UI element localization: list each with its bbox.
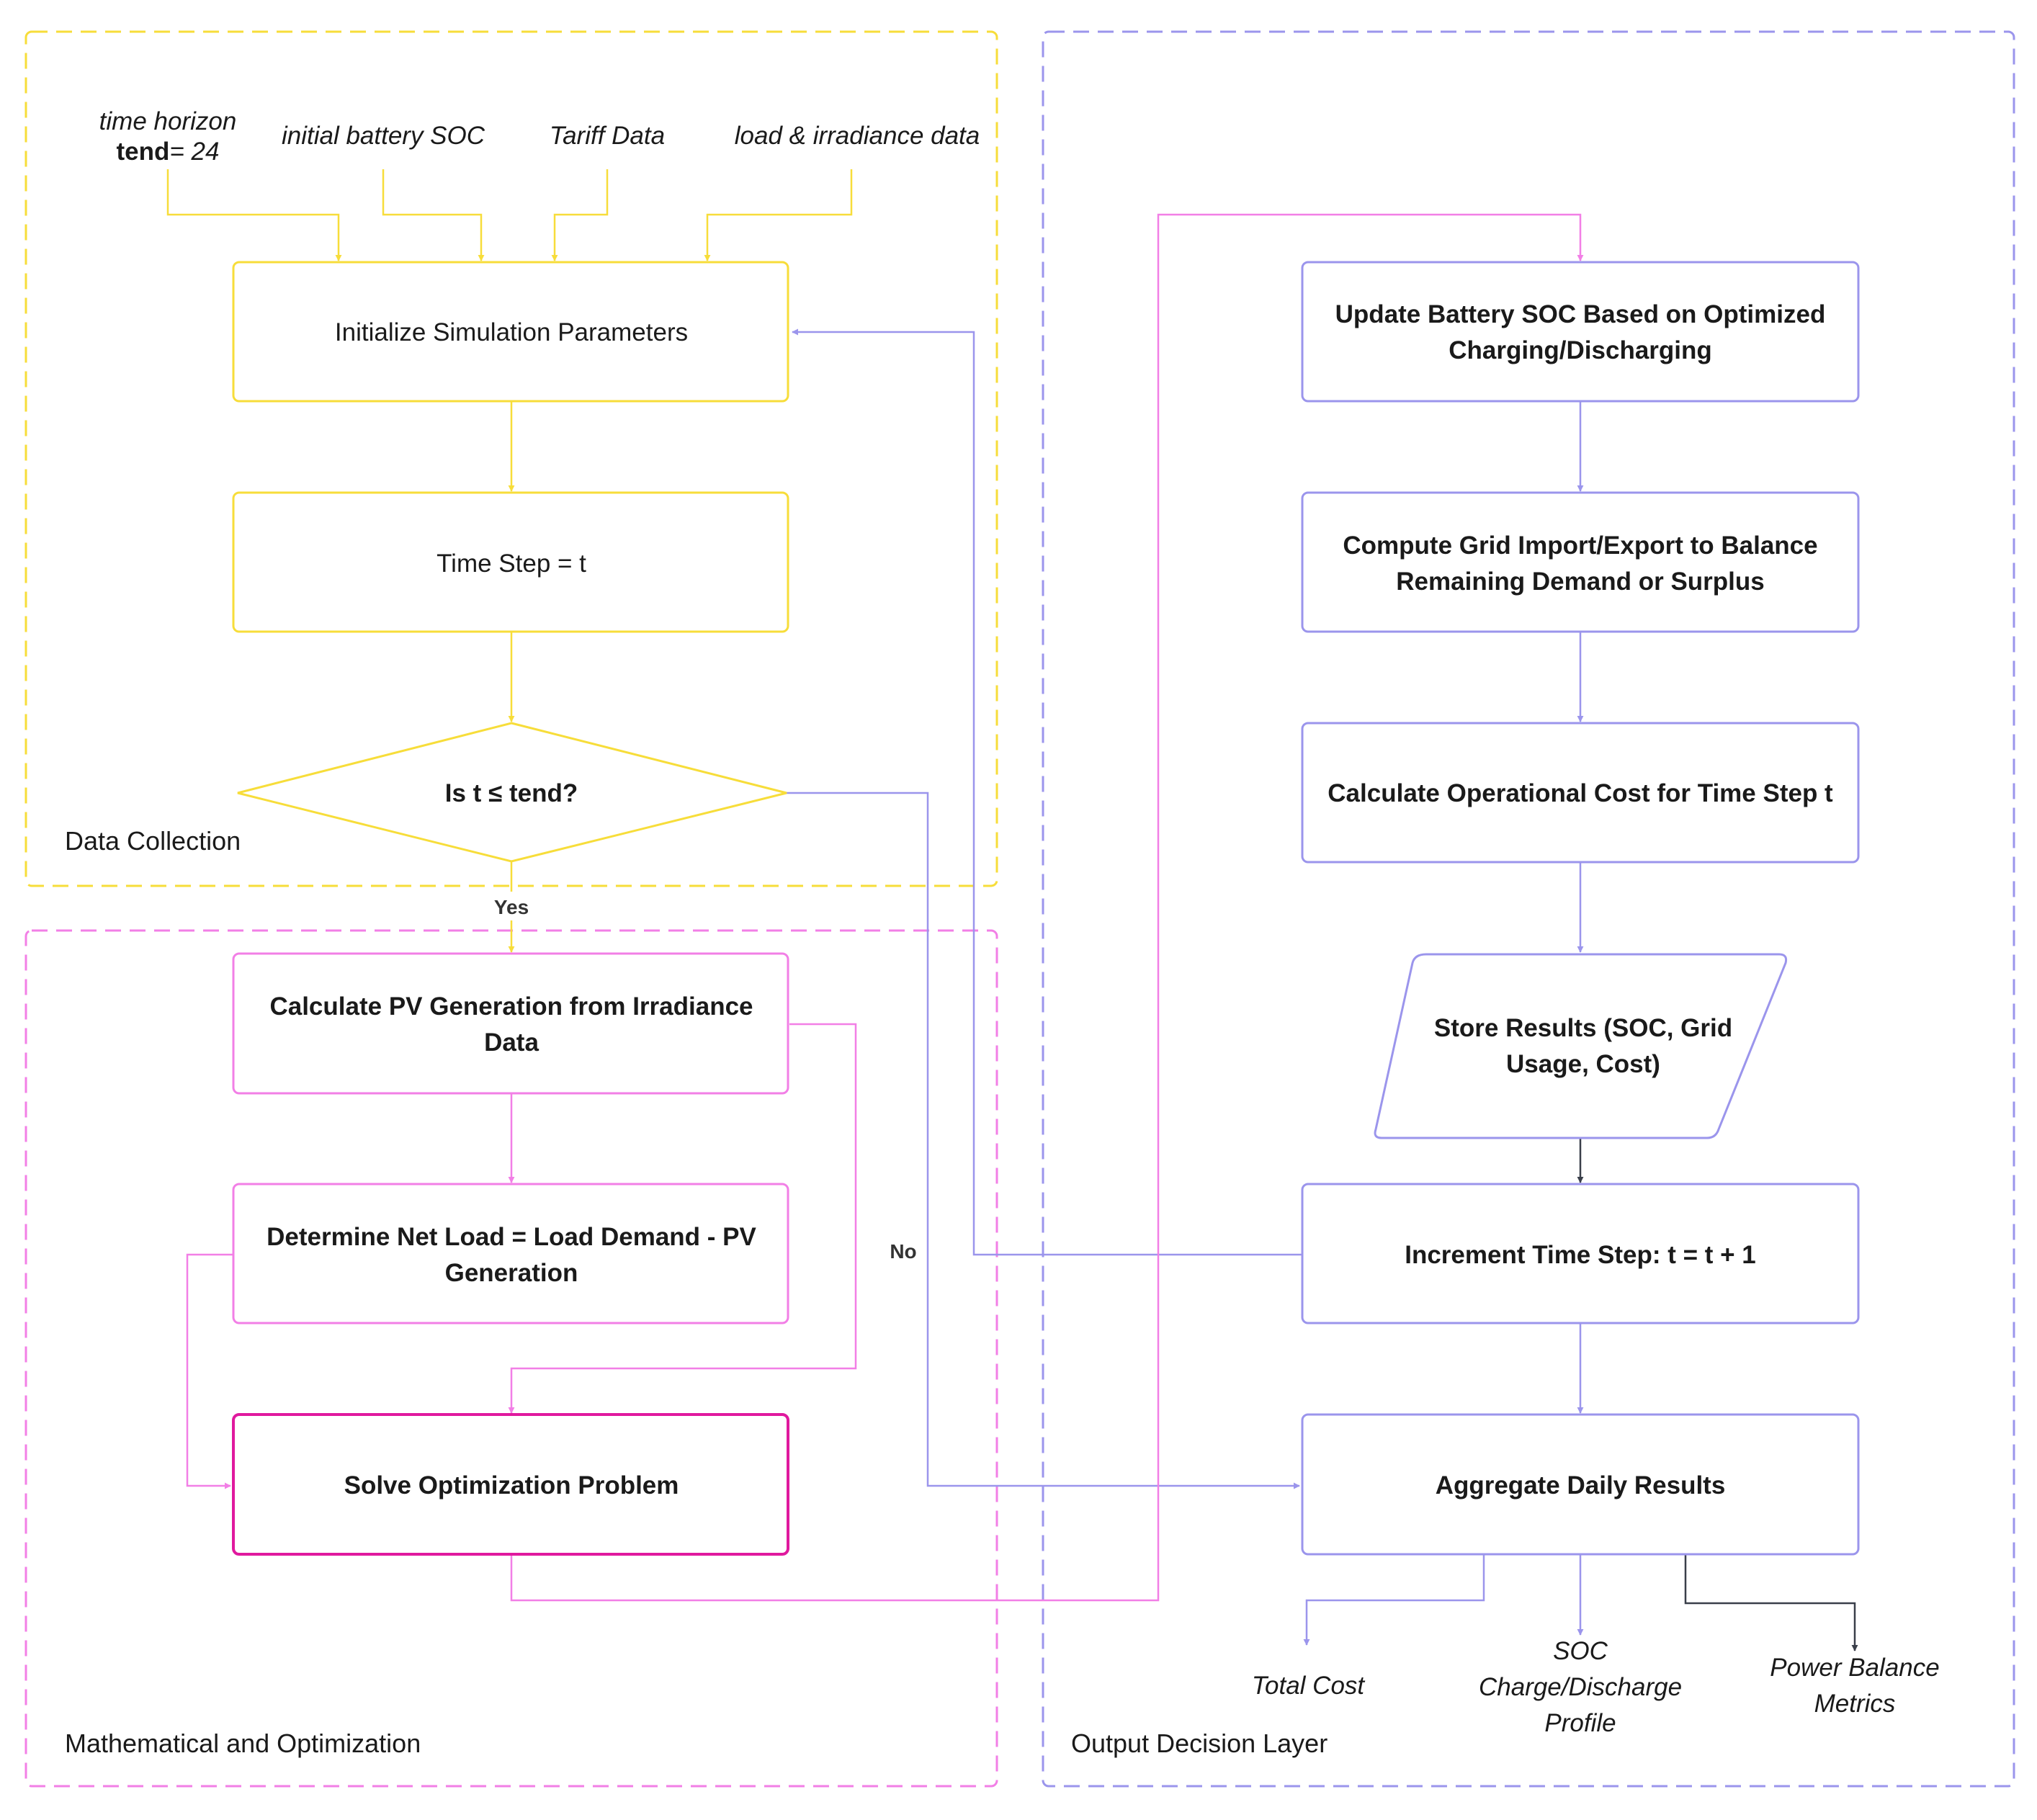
label-line: Generation <box>445 1259 578 1287</box>
edge-pv-to-solve <box>508 1023 857 1414</box>
yes-label-bg <box>487 892 536 920</box>
label-line: SOC <box>1553 1637 1608 1665</box>
label-line: Increment Time Step: t = t + 1 <box>1405 1241 1756 1269</box>
input-initial-soc: initial battery SOC <box>282 122 485 150</box>
node-time-step: Time Step = t <box>436 550 586 578</box>
node-pv-generation-box <box>232 952 789 1095</box>
node-solve-opt: Solve Optimization Problem <box>344 1471 679 1500</box>
edge-solve-to-update <box>510 213 1584 1602</box>
label-line: Update Battery SOC Based on Optimized <box>1335 300 1826 328</box>
node-store-results-parallelogram <box>1374 953 1788 1139</box>
label-line: Determine Net Load = Load Demand - PV <box>267 1223 756 1251</box>
tend-bold: tend <box>117 138 170 166</box>
label-line: Profile <box>1544 1709 1616 1737</box>
label-line: Remaining Demand or Surplus <box>1396 568 1764 596</box>
edge-tariff-to-init <box>551 169 609 261</box>
group-data-collection <box>24 30 998 887</box>
label-line: Calculate PV Generation from Irradiance <box>269 992 753 1021</box>
node-increment: Increment Time Step: t = t + 1 <box>1405 1241 1756 1269</box>
input-tariff: Tariff Data <box>550 122 665 150</box>
group-output-decision <box>1042 30 2015 1788</box>
input-time-horizon-value: tend= 24 <box>117 138 220 166</box>
node-op-cost-box <box>1301 722 1860 864</box>
node-init-params: Initialize Simulation Parameters <box>335 318 688 346</box>
edge-increment-to-init <box>792 328 1302 1256</box>
label-line: Compute Grid Import/Export to Balance <box>1343 532 1817 560</box>
tend-value: = 24 <box>169 138 219 166</box>
label-line: Solve Optimization Problem <box>344 1471 679 1500</box>
edge-aggregate-to-power-balance <box>1684 1554 1858 1651</box>
node-update-soc-box <box>1301 261 1860 403</box>
input-load-irradiance: load & irradiance data <box>735 122 980 150</box>
node-net-load-box <box>232 1183 789 1324</box>
input-time-horizon: time horizon <box>99 107 237 135</box>
label-line: Time Step = t <box>436 550 586 578</box>
edge-label-no: No <box>890 1240 916 1263</box>
edge-time-horizon-to-init <box>166 169 342 261</box>
edge-netload-to-solve <box>186 1253 233 1489</box>
label-line: Calculate Operational Cost for Time Step… <box>1328 779 1833 807</box>
node-op-cost: Calculate Operational Cost for Time Step… <box>1328 779 1833 807</box>
label-line: Total Cost <box>1252 1672 1366 1700</box>
label-line: Metrics <box>1814 1690 1896 1718</box>
label-line: Power Balance <box>1770 1654 1939 1682</box>
node-decision-diamond <box>237 722 787 863</box>
node-decision: Is t ≤ tend? <box>445 779 578 807</box>
edge-decision-no <box>785 792 1300 1489</box>
node-aggregate-box <box>1301 1413 1860 1556</box>
edge-load-to-init <box>704 169 853 261</box>
label-line: Initialize Simulation Parameters <box>335 318 688 346</box>
node-net-load: Determine Net Load = Load Demand - PV Gen… <box>267 1223 756 1287</box>
label-line: Data <box>484 1028 539 1057</box>
node-init-params-box <box>232 261 789 403</box>
edge-label-yes: Yes <box>494 896 529 918</box>
node-increment-box <box>1301 1183 1860 1324</box>
node-grid-import-box <box>1301 491 1860 633</box>
group-label-output-decision: Output Decision Layer <box>1071 1729 1328 1758</box>
edge-aggregate-to-total-cost <box>1303 1554 1485 1646</box>
output-total-cost: Total Cost <box>1252 1672 1366 1700</box>
label-line: Is t ≤ tend? <box>445 779 578 807</box>
node-aggregate: Aggregate Daily Results <box>1436 1471 1726 1500</box>
label-line: Charge/Discharge <box>1479 1673 1682 1701</box>
node-solve-opt-box <box>232 1413 789 1556</box>
label-line: Store Results (SOC, Grid <box>1434 1014 1732 1042</box>
label-line: Aggregate Daily Results <box>1436 1471 1726 1500</box>
node-time-step-box <box>232 491 789 633</box>
group-label-data-collection: Data Collection <box>65 826 241 856</box>
label-line: Usage, Cost) <box>1506 1050 1660 1078</box>
group-label-math-optimization: Mathematical and Optimization <box>65 1729 421 1758</box>
no-label-bg <box>883 1236 923 1265</box>
edge-soc-to-init <box>382 169 485 261</box>
label-line: Charging/Discharging <box>1449 336 1712 364</box>
